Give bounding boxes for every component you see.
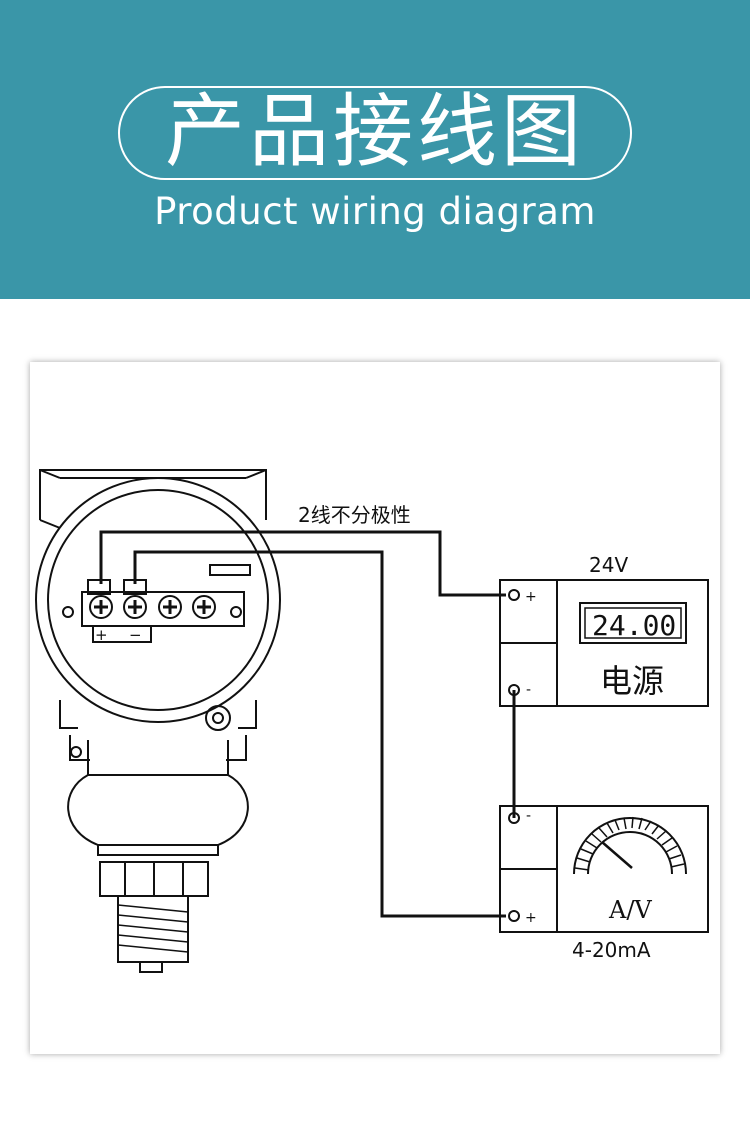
supply-name: 电源 xyxy=(600,662,664,700)
ammeter xyxy=(499,805,709,933)
terminal-screw-3 xyxy=(158,595,182,619)
wire-to-supply-plus xyxy=(99,530,506,597)
terminal-plus-label: + xyxy=(95,626,108,644)
terminal-screw-4 xyxy=(192,595,216,619)
page-title: 产品接线图 xyxy=(165,85,585,178)
supply-pin-minus: - xyxy=(526,682,531,698)
wire-to-meter-plus xyxy=(133,550,506,918)
polarity-note: 2线不分极性 xyxy=(298,503,411,527)
supply-pin-plus: + xyxy=(525,589,537,605)
terminal-minus-label: − xyxy=(129,626,142,644)
meter-label: A/V xyxy=(608,896,652,924)
supply-voltage-label: 24V xyxy=(589,553,628,577)
gauge-scale xyxy=(574,816,685,871)
transmitter xyxy=(35,469,281,973)
terminal-screw-2 xyxy=(123,595,147,619)
terminal-screw-1 xyxy=(89,595,113,619)
title-pill-border xyxy=(118,86,632,180)
gauge-needle xyxy=(601,841,633,869)
power-supply xyxy=(499,579,709,707)
page-subtitle: Product wiring diagram xyxy=(154,190,596,233)
meter-pin-minus: - xyxy=(526,808,531,824)
meter-pin-plus: + xyxy=(525,910,537,926)
supply-display-value: 24.00 xyxy=(592,609,676,642)
meter-range-label: 4-20mA xyxy=(572,938,651,962)
